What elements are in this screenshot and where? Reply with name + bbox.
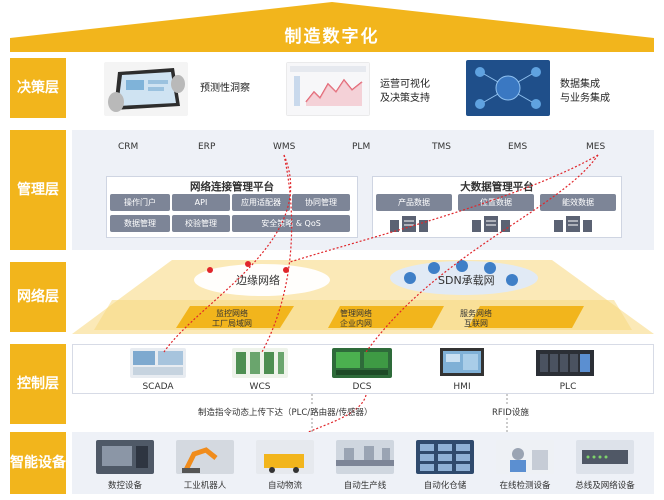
sdn-network-label: SDN承载网 — [438, 274, 495, 287]
layer-label-smart: 智能设备 — [10, 432, 66, 494]
system-mes: MES — [586, 142, 606, 152]
warehouse-image — [416, 440, 474, 474]
control-note-right: RFID设施 — [492, 408, 529, 418]
layer-label-control: 控制层 — [10, 344, 66, 424]
logistics-image — [256, 440, 314, 474]
net-label-management: 管理网络 企业内网 — [340, 309, 372, 328]
smart-device-warehouse: 自动化仓储 — [423, 481, 467, 491]
hmi-image — [440, 348, 484, 376]
smart-device-bus-network: 总线及网络设备 — [575, 481, 635, 491]
layer-label-network: 网络层 — [10, 262, 66, 332]
layer-label-decision: 决策层 — [10, 58, 66, 118]
platform-right-title: 大数据管理平台 — [460, 181, 534, 193]
data-integration-image — [466, 60, 550, 116]
production-line-image — [336, 440, 394, 474]
layer-label-management: 管理层 — [10, 130, 66, 250]
robot-image — [176, 440, 234, 474]
chip-collaboration: 协同管理 — [292, 194, 350, 211]
edge-network-label: 边缘网络 — [236, 274, 280, 287]
system-plm: PLM — [352, 142, 371, 152]
net-label-monitoring: 监控网络 工厂局域网 — [212, 309, 252, 328]
device-plc: PLC — [559, 382, 577, 392]
system-erp: ERP — [198, 142, 216, 152]
platform-left-title: 网络连接管理平台 — [190, 181, 274, 193]
server-icons — [390, 216, 592, 232]
bus-network-image — [576, 440, 634, 474]
system-crm: CRM — [118, 142, 139, 152]
roof-banner — [10, 2, 654, 52]
smart-device-cnc: 数控设备 — [107, 481, 142, 491]
smart-device-inspection: 在线检测设备 — [499, 481, 551, 491]
smart-device-production-line: 自动生产线 — [343, 481, 387, 491]
device-dcs: DCS — [352, 382, 372, 392]
plc-image — [536, 350, 594, 376]
chip-data-mgmt: 数据管理 — [110, 215, 170, 232]
chip-app-adapter: 应用适配器 — [232, 194, 290, 211]
chip-location-data: 位置数据 — [458, 194, 534, 211]
control-note-left: 制造指令动态上传下达（PLC/路由器/传感器） — [198, 408, 373, 418]
inspection-image — [496, 440, 554, 474]
banner-title: 制造数字化 — [284, 27, 380, 47]
decision-item-integration: 数据集成 与业务集成 — [560, 79, 610, 104]
smart-device-logistics: 自动物流 — [267, 481, 302, 491]
chip-product-data: 产品数据 — [376, 194, 452, 211]
chip-security-qos: 安全策略 & QoS — [232, 215, 350, 232]
chip-api: API — [172, 194, 230, 211]
system-tms: TMS — [432, 142, 451, 152]
chip-energy-data: 能效数据 — [540, 194, 616, 211]
chip-operation-portal: 操作门户 — [110, 194, 170, 211]
device-wcs: WCS — [249, 382, 271, 392]
system-ems: EMS — [508, 142, 528, 152]
device-hmi: HMI — [453, 382, 471, 392]
decision-item-visualization: 运营可视化 及决策支持 — [380, 79, 430, 104]
tablet-insight-image — [104, 62, 188, 116]
device-scada: SCADA — [142, 382, 174, 392]
scada-image — [130, 348, 186, 378]
chip-verification: 校验管理 — [172, 215, 230, 232]
dashboard-chart-image — [286, 62, 370, 116]
wcs-image — [232, 348, 288, 378]
decision-item-predictive: 预测性洞察 — [200, 83, 250, 94]
smart-device-robot: 工业机器人 — [183, 481, 227, 491]
dcs-image — [332, 348, 392, 378]
net-label-service: 服务网络 互联网 — [460, 309, 492, 328]
system-wms: WMS — [273, 142, 296, 152]
cnc-image — [96, 440, 154, 474]
